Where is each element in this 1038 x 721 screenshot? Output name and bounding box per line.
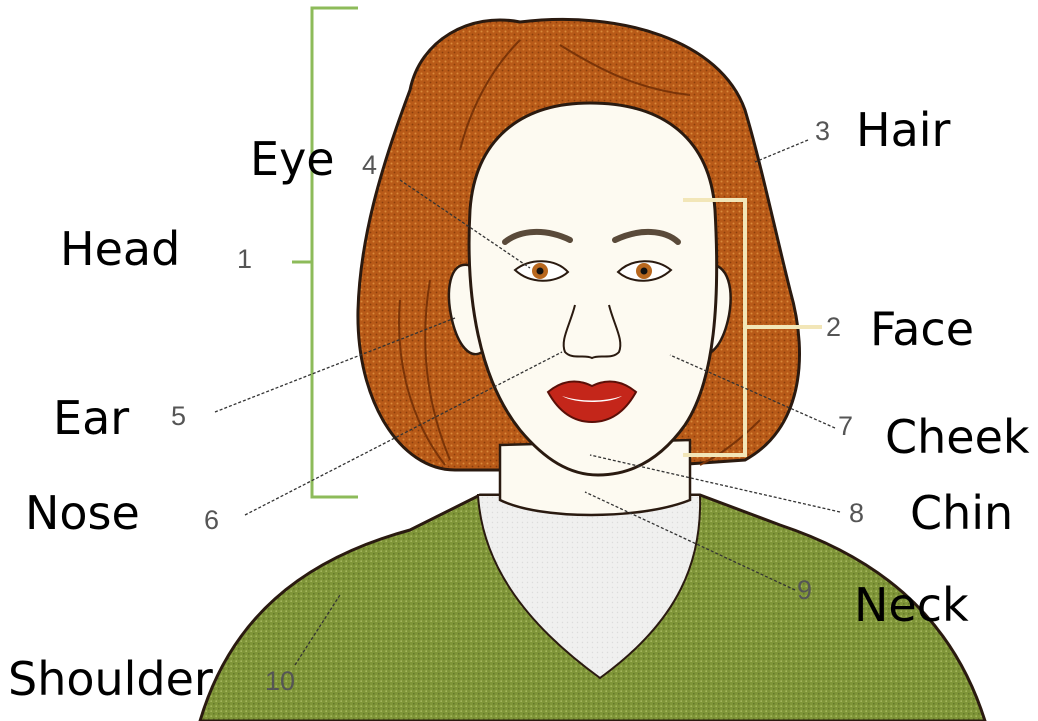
label-word-nose: Nose bbox=[25, 490, 140, 536]
label-word-chin: Chin bbox=[910, 490, 1013, 536]
label-word-hair: Hair bbox=[856, 107, 950, 153]
label-word-face: Face bbox=[870, 306, 974, 352]
label-word-ear: Ear bbox=[53, 395, 129, 441]
head-bracket bbox=[292, 8, 358, 497]
label-number-head: 1 bbox=[237, 246, 252, 273]
label-number-hair: 3 bbox=[815, 118, 830, 145]
label-word-neck: Neck bbox=[854, 582, 969, 628]
eye-left-pupil bbox=[537, 268, 544, 275]
label-number-ear: 5 bbox=[171, 403, 186, 430]
label-word-shoulder: Shoulder bbox=[8, 656, 213, 702]
eye-right-pupil bbox=[641, 268, 648, 275]
label-number-eye: 4 bbox=[362, 152, 377, 179]
label-word-cheek: Cheek bbox=[885, 414, 1030, 460]
leader-line-hair bbox=[755, 140, 808, 162]
label-number-cheek: 7 bbox=[838, 413, 853, 440]
label-word-head: Head bbox=[60, 226, 180, 272]
label-number-chin: 8 bbox=[849, 500, 864, 527]
label-number-neck: 9 bbox=[797, 577, 812, 604]
label-word-eye: Eye bbox=[250, 136, 335, 182]
label-number-nose: 6 bbox=[204, 507, 219, 534]
label-number-face: 2 bbox=[826, 314, 841, 341]
label-number-shoulder: 10 bbox=[265, 668, 295, 695]
